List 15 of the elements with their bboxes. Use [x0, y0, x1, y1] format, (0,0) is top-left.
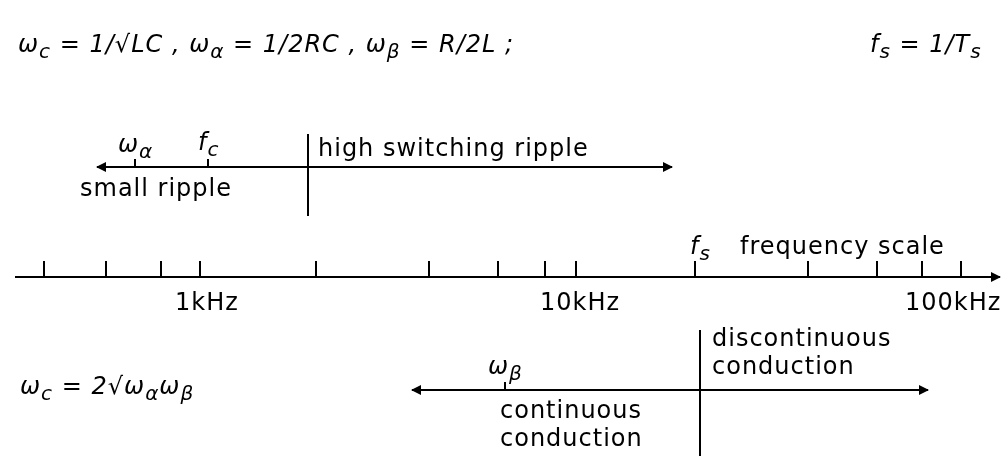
- region-label: continuous conduction: [500, 396, 644, 452]
- tick-label: 100kHz: [905, 288, 1002, 316]
- tick-label: 10kHz: [540, 288, 621, 316]
- region-label: high switching ripple: [318, 134, 589, 162]
- formula-text: ω$_{c}$ = 2√ω$_{α}$ω$_{β}$: [20, 372, 195, 407]
- formula-text: f$_{s}$ = 1/T$_{s}$: [870, 30, 982, 65]
- region-label: discontinuous conduction: [712, 324, 893, 380]
- region-label: small ripple: [80, 174, 232, 202]
- symbol-label: f$_{s}$: [690, 232, 711, 267]
- symbol-label: ω$_{β}$: [488, 352, 523, 387]
- tick-label: 1kHz: [175, 288, 239, 316]
- symbol-label: f$_{c}$: [198, 128, 220, 163]
- symbol-label: ω$_{α}$: [118, 130, 154, 165]
- formula-text: ω$_{c}$ = 1/√LC , ω$_{α}$ = 1/2RC , ω$_{β}$ = R/2L ;: [18, 30, 515, 65]
- axis-title: frequency scale: [740, 232, 945, 260]
